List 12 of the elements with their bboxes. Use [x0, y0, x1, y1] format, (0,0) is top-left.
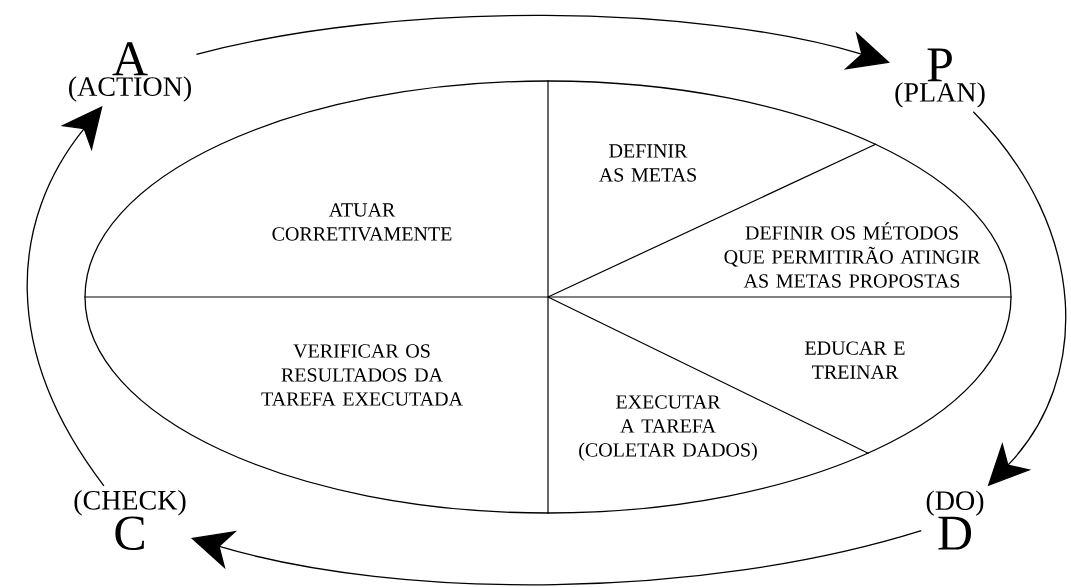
- cycle-arrow: [191, 529, 922, 586]
- sector-text: DEFINIR OS MÉTODOS QUE PERMITIRÃO ATINGIR AS METAS PROPOSTAS: [724, 222, 981, 288]
- sector-text: EXECUTAR A TAREFA (COLETAR DADOS): [579, 395, 757, 461]
- sector-text: DEFINIR AS METAS: [599, 144, 696, 182]
- cycle-arrow: [195, 14, 890, 70]
- stage-label: P (PLAN): [895, 48, 985, 108]
- sector-text: VERIFICAR OS RESULTADOS DA TAREFA EXECUTADA: [261, 344, 463, 406]
- sector-text: ATUAR CORRETIVAMENTE: [272, 203, 452, 241]
- stage-label: (DO) D: [926, 490, 984, 550]
- sector-text: EDUCAR E TREINAR: [805, 341, 905, 379]
- stage-label: (CHECK) C: [74, 490, 186, 550]
- stage-label: A (ACTION): [69, 42, 191, 102]
